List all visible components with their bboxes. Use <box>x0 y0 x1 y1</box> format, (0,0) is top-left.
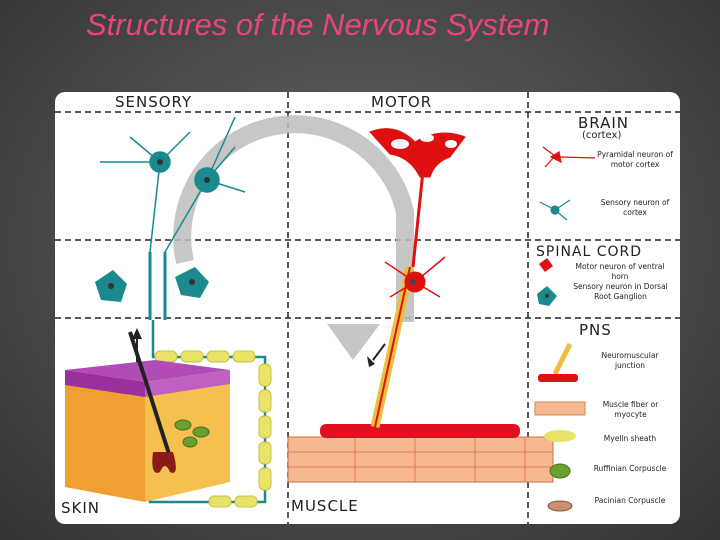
motor-nucleus <box>410 279 416 285</box>
grid-lines <box>55 92 680 524</box>
label-muscle: MUSCLE <box>291 497 359 515</box>
legend-icons <box>534 146 596 512</box>
label-motor: MOTOR <box>371 93 433 111</box>
legend-ruffinian: Ruffinian Corpuscle <box>593 464 667 473</box>
legend-sensory-dorsal: Sensory neuron in Dorsal Root Ganglion <box>573 282 668 301</box>
dorsal-nucleus-1 <box>108 283 114 289</box>
legend-pns-heading: PNS <box>579 321 612 339</box>
legend-nmj: Neuromuscular junction <box>601 351 659 370</box>
nervous-system-diagram: SENSORY MOTOR SKIN MUSCLE BRAIN (cortex)… <box>55 92 680 524</box>
legend-pyramidal: Pyramidal neuron of motor cortex <box>597 150 673 169</box>
label-skin: SKIN <box>61 499 101 517</box>
diagram-graphics <box>55 92 680 524</box>
legend-spinal-heading: SPINAL CORD <box>536 244 643 260</box>
legend-myelin: Myelin sheath <box>603 434 657 443</box>
circular-arrow <box>173 115 414 360</box>
legend-muscle-fiber: Muscle fiber or myocyte <box>602 400 659 419</box>
skin-block <box>65 331 230 502</box>
slide-title: Structures of the Nervous System <box>86 7 550 42</box>
sensory-nucleus-1 <box>157 159 163 165</box>
legend-brain-heading: BRAIN <box>578 114 630 132</box>
legend-brain-sub: (cortex) <box>582 130 622 141</box>
label-sensory: SENSORY <box>115 93 193 111</box>
signal-down-arrow <box>367 343 386 367</box>
legend-motor-ventral: Motor neuron of ventral horn <box>575 262 665 281</box>
sensory-cortex-neurons <box>100 116 246 253</box>
sensory-nucleus-2 <box>204 177 210 183</box>
muscle-block <box>287 424 554 483</box>
legend-pacinian: Pacinian Corpuscle <box>594 496 666 505</box>
dorsal-nucleus-2 <box>189 279 195 285</box>
legend-sensory-cortex: Sensory neuron of cortex <box>600 198 670 217</box>
